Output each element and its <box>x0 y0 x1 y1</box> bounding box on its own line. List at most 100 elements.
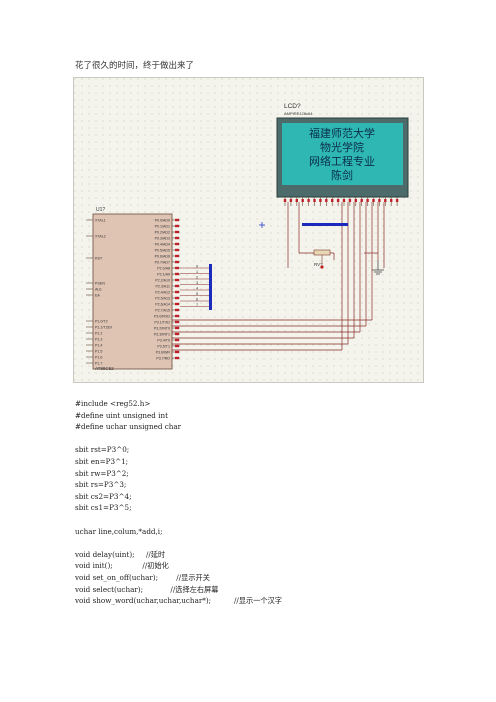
source-code-block: #include <reg52.h>#define uint unsigned … <box>75 398 282 607</box>
code-line: void delay(uint); //延时 <box>75 549 166 559</box>
lcd-pin-marker <box>307 199 310 202</box>
mcu-left-pin-label: P1.5 <box>95 350 102 354</box>
mcu-pin-marker <box>175 338 179 342</box>
lcd-line-3: 网络工程专业 <box>309 154 375 168</box>
mcu-left-pin-label: P1.1/T2EX <box>95 326 113 330</box>
mcu-pin-marker <box>175 320 179 324</box>
code-line: sbit en=P3^1; <box>75 456 129 466</box>
code-line: sbit rst=P3^0; <box>75 445 130 455</box>
mcu-pin-marker <box>175 242 179 246</box>
mcu-right-pin-label: P0.3/AD3 <box>155 237 170 241</box>
mcu-left-pin-label: P1.3 <box>95 338 102 342</box>
code-line: void set_on_off(uchar); //显示开关 <box>75 572 210 582</box>
mcu-left-pin-label: EA <box>95 294 100 298</box>
code-line: void show_word(uchar,uchar,uchar*); //显示… <box>75 596 282 606</box>
lcd-pin-marker <box>342 199 346 202</box>
mcu-pin-marker <box>175 278 179 282</box>
lcd-pin-marker <box>331 199 334 202</box>
mcu-right-pin-label: P2.7/A15 <box>155 309 170 313</box>
mcu-left-pin-label: P1.2 <box>95 332 102 336</box>
bus-label: 3 <box>196 281 198 285</box>
lcd-pin-marker <box>378 199 381 202</box>
mcu-left-pin-label: PSEN <box>95 282 105 286</box>
bus-label: 2 <box>196 275 198 279</box>
mcu-right-pin-label: P0.2/AD2 <box>155 231 170 235</box>
mcu-pin-marker <box>175 308 179 312</box>
ground-symbol <box>372 260 384 275</box>
mcu-pin-marker <box>175 236 179 240</box>
mcu-pin-marker <box>175 290 179 294</box>
mcu-right-pin-label: P3.5/T1 <box>157 345 170 349</box>
mcu-right-pin-label: P0.1/AD1 <box>155 225 170 229</box>
lcd-pin-marker <box>354 199 357 202</box>
lcd-line-2: 物光学院 <box>320 140 364 154</box>
mcu-pin-marker <box>175 332 179 336</box>
mcu-pin-marker <box>175 326 179 330</box>
mcu-left-pin-label: XTAL1 <box>95 219 106 223</box>
code-line <box>75 537 282 549</box>
pot-test-point <box>320 265 324 269</box>
code-line: sbit rs=P3^3; <box>75 480 127 490</box>
mcu-pin-marker <box>175 248 179 252</box>
mcu-left-pin-label: P1.0/T2 <box>95 320 108 324</box>
lcd-pin-marker <box>372 199 375 202</box>
lcd-pin-marker <box>283 199 287 202</box>
mcu-left-pin-label: XTAL2 <box>95 235 106 239</box>
mcu-pin-marker <box>175 296 179 300</box>
lcd-line-1: 福建师范大学 <box>309 126 375 140</box>
mcu-right-pin-label: P0.6/AD6 <box>155 255 170 259</box>
lcd-pin-marker <box>360 199 363 202</box>
bus-label: 1 <box>196 270 198 274</box>
lcd-pin-marker <box>366 199 369 202</box>
mcu-left-pin-label: RST <box>95 257 103 261</box>
mcu-pin-marker <box>175 314 179 318</box>
lcd-model-label: AMPIRE128x64 <box>284 111 313 116</box>
bus-label: 0 <box>196 264 198 268</box>
lcd-bus-bar <box>302 223 348 226</box>
mcu-pin-marker <box>175 350 179 354</box>
mcu-pin-marker <box>175 230 179 234</box>
lcd-pin-marker <box>289 199 293 202</box>
mcu-right-pin-label: P0.4/AD4 <box>155 243 170 247</box>
mcu-pin-marker <box>175 254 179 258</box>
bus-label: 7 <box>196 303 198 307</box>
schematic-drawing: LCD? AMPIRE128x64 福建师范大学 物光学院 网络工程专业 陈剑 … <box>74 78 423 382</box>
lcd-pin-marker <box>348 199 352 202</box>
lcd-screen <box>282 123 403 185</box>
code-line: #define uint unsigned int <box>75 410 168 420</box>
bus-label: 6 <box>196 297 198 301</box>
mcu-right-pin-label: P3.4/T0 <box>157 339 170 343</box>
mcu-pin-marker <box>175 356 179 360</box>
mcu-right-pin-label: P3.2/INT0 <box>154 327 170 331</box>
mcu-right-pin-label: P2.0/A8 <box>157 267 170 271</box>
schematic-screenshot: LCD? AMPIRE128x64 福建师范大学 物光学院 网络工程专业 陈剑 … <box>73 77 424 383</box>
cursor-marker <box>259 222 265 228</box>
lcd-line-4: 陈剑 <box>331 168 353 182</box>
connection-wires <box>172 202 385 351</box>
mcu-right-pin-label: P2.3/A11 <box>155 285 170 289</box>
code-line <box>75 514 282 526</box>
mcu-right-pin-label: P3.1/TXD <box>154 321 170 325</box>
lcd-ref-label: LCD? <box>284 103 301 110</box>
code-line: sbit rw=P3^2; <box>75 468 129 478</box>
lcd-pin-marker <box>390 199 393 202</box>
mcu-right-pin-label: P2.6/A14 <box>155 303 170 307</box>
mcu-right-pin-label: P2.4/A12 <box>155 291 170 295</box>
code-line: sbit cs2=P3^4; <box>75 491 132 501</box>
mcu-pin-marker <box>175 224 179 228</box>
code-line <box>75 433 282 445</box>
mcu-right-pin-label: P0.5/AD5 <box>155 249 170 253</box>
lcd-pin-marker <box>325 199 328 202</box>
mcu-pin-marker <box>175 266 179 270</box>
lcd-pin-header <box>283 197 399 206</box>
lcd-pin-marker <box>336 199 340 202</box>
mcu-right-pin-label: P2.5/A13 <box>155 297 170 301</box>
mcu-pin-marker <box>175 284 179 288</box>
mcu-right-pin-label: P0.0/AD0 <box>155 219 170 223</box>
mcu-body <box>92 213 173 370</box>
mcu-right-pin-label: P3.6/WR <box>156 351 171 355</box>
lcd-pin-marker <box>295 199 298 202</box>
mcu-left-pin-label: ALE <box>95 288 102 292</box>
mcu-pin-marker <box>175 218 179 222</box>
